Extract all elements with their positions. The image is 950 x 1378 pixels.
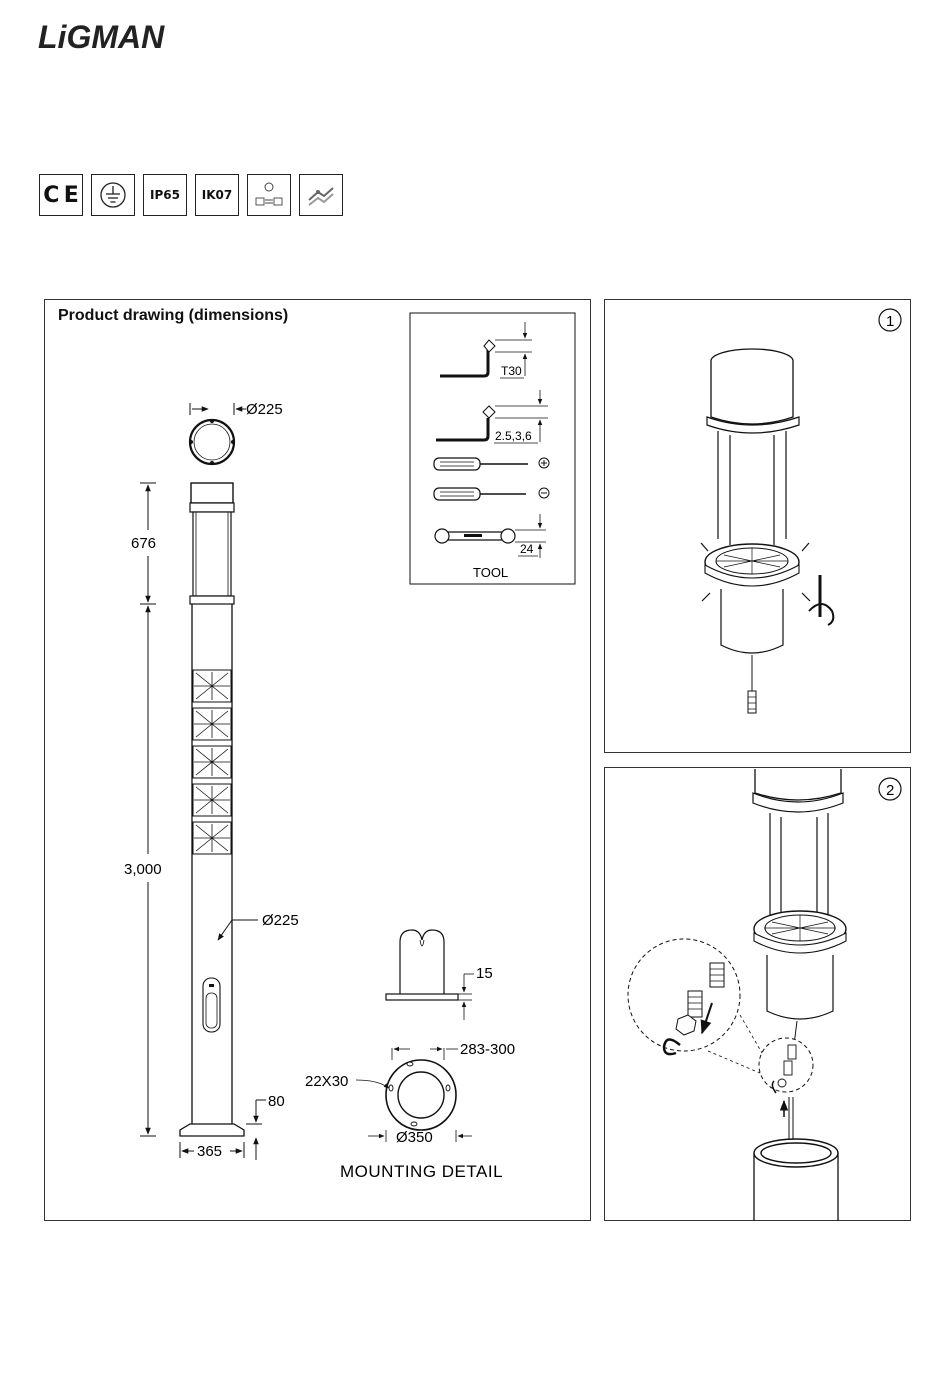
top-diameter-dimension: Ø225: [190, 401, 283, 418]
head-height-label: 676: [131, 535, 156, 552]
torx-label: T30: [501, 364, 522, 378]
top-diameter-label: Ø225: [246, 401, 283, 418]
base-width-label: 365: [197, 1143, 222, 1160]
base-height-dimension: 80: [246, 1093, 285, 1160]
bolt-spacing-label: 283-300: [460, 1041, 515, 1058]
step-1-number: 1: [886, 313, 894, 330]
slot-size-label: 22X30: [305, 1073, 348, 1090]
pole-diameter-label: Ø225: [262, 912, 299, 929]
tool-box: T30 2.5,3,6 24 TOOL: [410, 313, 575, 584]
base-width-dimension: 365: [180, 1142, 244, 1160]
tool-box-label: TOOL: [473, 565, 508, 580]
wrench-label: 24: [520, 542, 534, 556]
step-2-illustration: 2: [604, 767, 911, 1221]
mounting-detail: 15 283-300 22X30 Ø350 MOUNTING DETAIL: [305, 930, 515, 1181]
base-height-label: 80: [268, 1093, 285, 1110]
mounting-detail-label: MOUNTING DETAIL: [340, 1162, 503, 1181]
pole-body: [180, 483, 244, 1136]
plate-thickness-label: 15: [476, 965, 493, 982]
plate-diameter-label: Ø350: [396, 1129, 433, 1146]
allen-label: 2.5,3,6: [495, 429, 532, 443]
total-height-label: 3,000: [124, 861, 162, 878]
step-1-illustration: 1: [604, 299, 911, 753]
pole-diameter-dimension: Ø225: [218, 912, 299, 940]
top-view: [189, 419, 235, 465]
height-dimensions: 676 3,000: [124, 483, 162, 1136]
step-2-number: 2: [886, 782, 894, 799]
